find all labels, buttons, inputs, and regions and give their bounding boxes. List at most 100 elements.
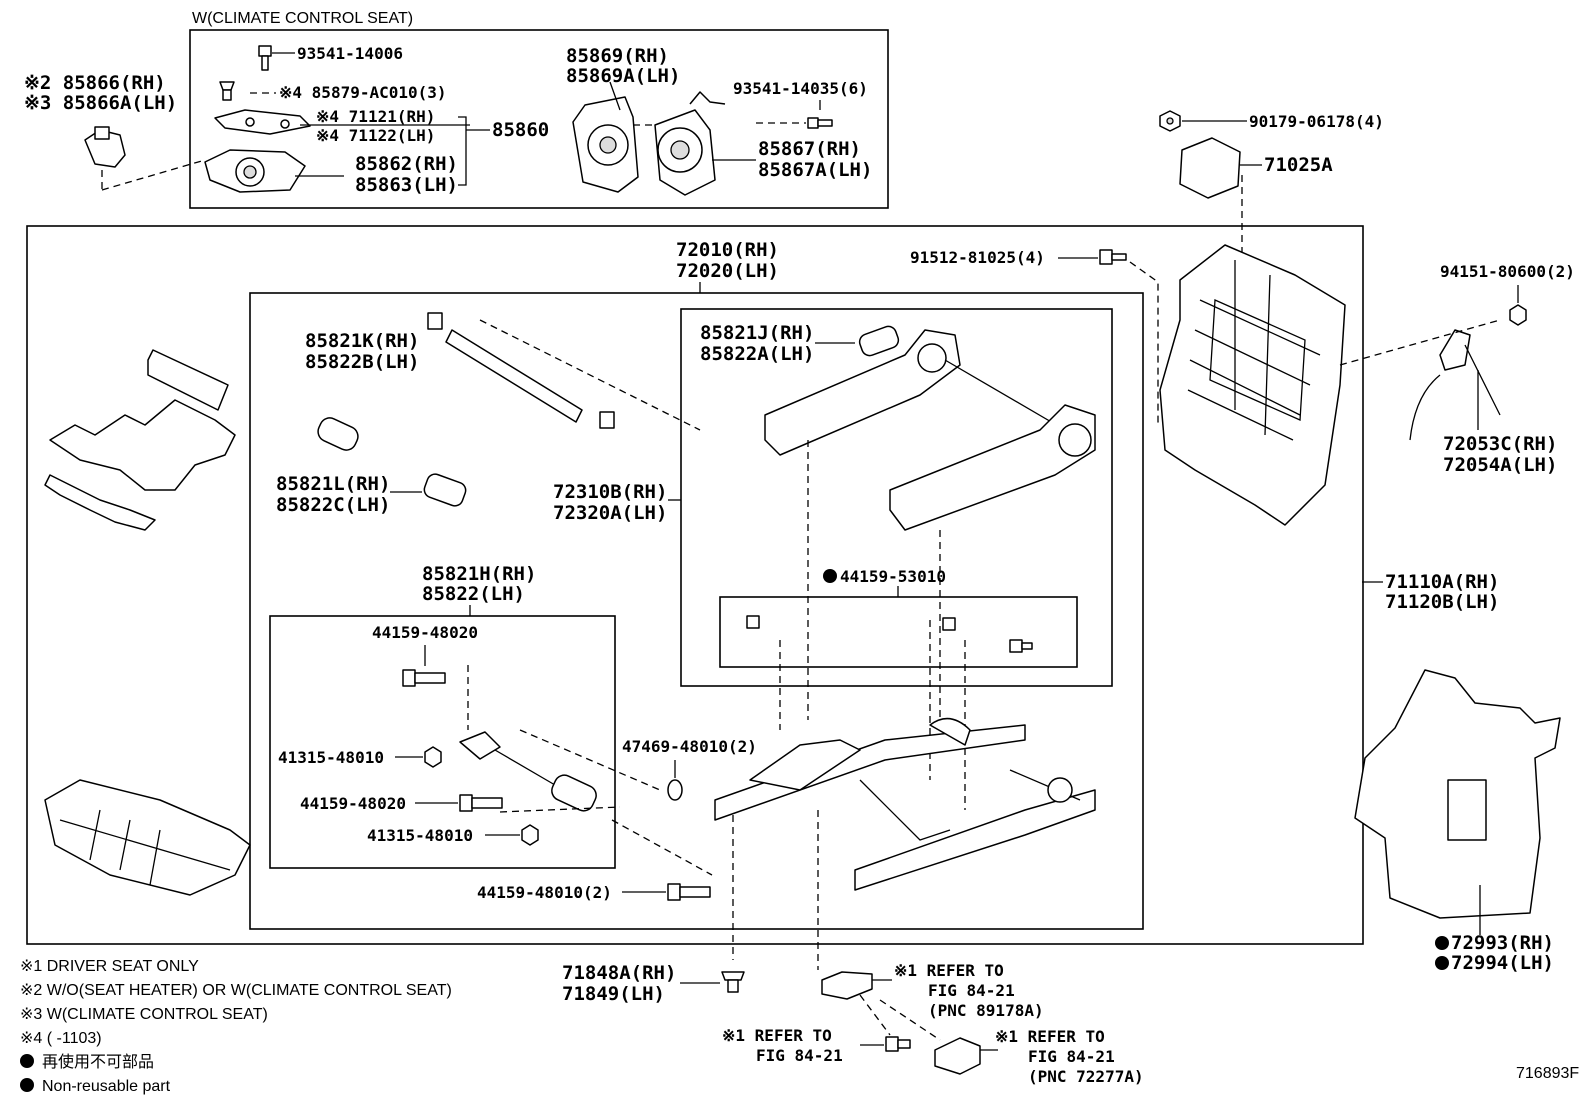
label-71120B: 71120B(LH) — [1385, 591, 1499, 613]
label-85879: ※4 85879-AC010(3) — [279, 83, 447, 102]
motor-icon — [317, 417, 359, 451]
label-44159-48020-a: 44159-48020 — [372, 623, 478, 642]
seat-spring-icon — [44, 349, 236, 531]
sensor-pad-icon — [84, 126, 126, 168]
ref-72277A-line1: ※1 REFER TO — [995, 1027, 1105, 1046]
fan-icon — [654, 91, 726, 196]
ecu-module-icon — [1179, 137, 1241, 199]
label-41315-48010-b: 41315-48010 — [367, 826, 473, 845]
label-85821K: 85821K(RH) — [305, 330, 419, 352]
label-47469: 47469-48010(2) — [622, 737, 757, 756]
label-72010: 72010(RH) — [676, 239, 779, 261]
label-91512: 91512-81025(4) — [910, 248, 1045, 267]
climate-control-box — [189, 29, 889, 209]
label-71121: ※4 71121(RH) — [316, 107, 435, 126]
label-85863: 85863(LH) — [355, 174, 458, 196]
label-85822: 85822(LH) — [422, 583, 525, 605]
connector-icon — [821, 971, 873, 1000]
motor-icon — [423, 473, 467, 507]
note-3: ※3 W(CLIMATE CONTROL SEAT) — [20, 1006, 268, 1023]
label-93541-14035: 93541-14035(6) — [733, 79, 868, 98]
climate-box-title: W(CLIMATE CONTROL SEAT) — [192, 10, 413, 27]
release-lever-icon — [1409, 329, 1501, 441]
bolt-icon — [667, 883, 711, 901]
blower-fan-housing-icon — [572, 96, 639, 193]
label-71025A: 71025A — [1264, 154, 1333, 176]
ref-fig-line2: FIG 84-21 — [756, 1046, 843, 1065]
torsion-tube-icon — [427, 312, 615, 429]
ref-89178A-line2: FIG 84-21 — [928, 981, 1015, 1000]
label-90179: 90179-06178(4) — [1249, 112, 1384, 131]
bolt-icon — [746, 615, 1033, 653]
label-72020: 72020(LH) — [676, 260, 779, 282]
label-85862: 85862(RH) — [355, 153, 458, 175]
nut-icon — [1509, 304, 1527, 326]
label-85860: 85860 — [492, 119, 549, 141]
label-85821H: 85821H(RH) — [422, 563, 536, 585]
label-44159-48010: 44159-48010(2) — [477, 883, 612, 902]
seat-adjuster-frame — [249, 292, 1144, 930]
washer-icon — [667, 779, 683, 801]
label-71849: 71849(LH) — [562, 983, 665, 1005]
label-71110A: 71110A(RH) — [1385, 571, 1499, 593]
ref-72277A-line2: FIG 84-21 — [1028, 1047, 1115, 1066]
blower-base-icon — [204, 149, 306, 193]
ref-72277A-line3: (PNC 72277A) — [1028, 1067, 1144, 1086]
nut-icon — [424, 746, 442, 768]
bolt-set-box — [719, 596, 1078, 668]
seat-assembly-frame — [26, 225, 1364, 945]
bolt-icon — [1099, 249, 1127, 265]
bolt-icon — [885, 1036, 911, 1052]
ref-89178A-line3: (PNC 89178A) — [928, 1001, 1044, 1020]
note-2: ※2 W/O(SEAT HEATER) OR W(CLIMATE CONTROL… — [20, 982, 452, 999]
seat-cushion-pad-icon — [1354, 669, 1561, 919]
label-72053C: 72053C(RH) — [1443, 433, 1557, 455]
recliner-frame-icon — [764, 329, 1096, 531]
label-41315-48010-a: 41315-48010 — [278, 748, 384, 767]
figure-id: 716893F — [1516, 1065, 1579, 1082]
note-5: 再使用不可部品 — [42, 1053, 154, 1071]
label-94151: 94151-80600(2) — [1440, 262, 1575, 281]
label-44159-48020-b: 44159-48020 — [300, 794, 406, 813]
connector-icon — [934, 1037, 981, 1075]
label-85869A: 85869A(LH) — [566, 65, 680, 87]
label-85867: 85867(RH) — [758, 138, 861, 160]
label-85822C: 85822C(LH) — [276, 494, 390, 516]
bolt-icon — [459, 794, 503, 812]
label-72310B: 72310B(RH) — [553, 481, 667, 503]
motor-icon — [858, 325, 900, 357]
label-85821L: 85821L(RH) — [276, 473, 390, 495]
screw-icon — [258, 45, 272, 71]
note-4: ※4 ( -1103) — [20, 1030, 102, 1047]
lifter-motor-icon — [459, 731, 597, 812]
label-85821J: 85821J(RH) — [700, 322, 814, 344]
seat-frame-front-icon — [44, 779, 251, 896]
label-72054A: 72054A(LH) — [1443, 454, 1557, 476]
bracket-icon — [214, 109, 311, 135]
label-72994: 72994(LH) — [1451, 952, 1554, 974]
recliner-frame — [680, 308, 1113, 687]
label-85866A: ※3 85866A(LH) — [24, 92, 177, 114]
clip-icon — [721, 971, 745, 993]
label-71848A: 71848A(RH) — [562, 962, 676, 984]
label-85822B: 85822B(LH) — [305, 351, 419, 373]
label-71122: ※4 71122(LH) — [316, 126, 435, 145]
note-1: ※1 DRIVER SEAT ONLY — [20, 958, 199, 975]
label-72320A: 72320A(LH) — [553, 502, 667, 524]
label-85867A: 85867A(LH) — [758, 159, 872, 181]
seatback-frame-icon — [1159, 244, 1346, 526]
nut-icon — [521, 824, 539, 846]
bolt-icon — [402, 669, 446, 687]
nut-icon — [1159, 110, 1181, 132]
seat-track-icon — [714, 717, 1096, 891]
label-44159-53010: 44159-53010 — [840, 567, 946, 586]
label-85866: ※2 85866(RH) — [24, 72, 166, 94]
label-85869: 85869(RH) — [566, 45, 669, 67]
note-6: Non-reusable part — [42, 1078, 171, 1095]
label-85822A: 85822A(LH) — [700, 343, 814, 365]
clip-icon — [219, 81, 235, 101]
ref-fig-line1: ※1 REFER TO — [722, 1026, 832, 1045]
ref-89178A-line1: ※1 REFER TO — [894, 961, 1004, 980]
label-72993: 72993(RH) — [1451, 932, 1554, 954]
